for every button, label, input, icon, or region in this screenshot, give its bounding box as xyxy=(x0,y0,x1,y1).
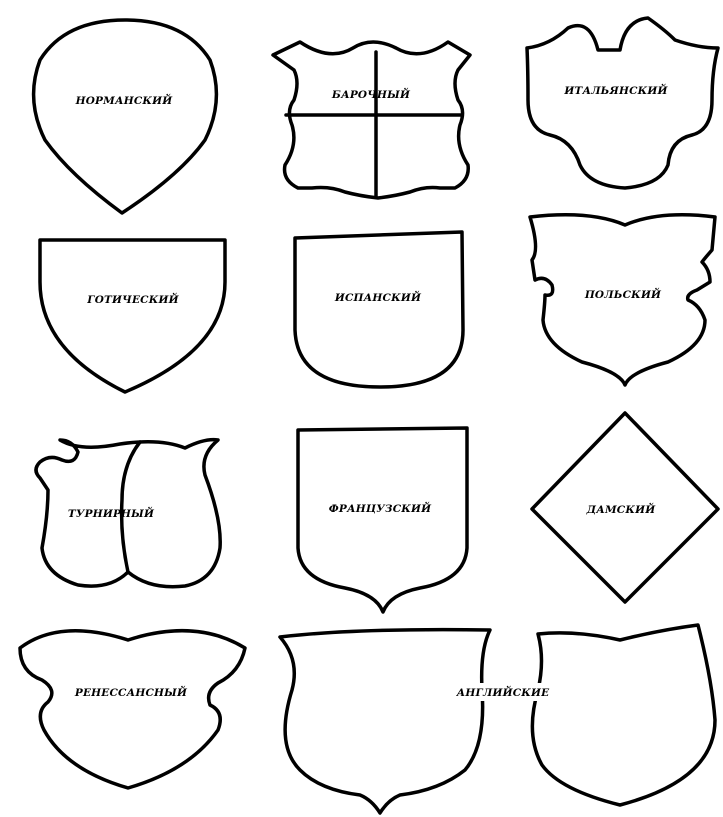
renaissance-label: РЕНЕССАНСНЫЙ xyxy=(74,684,188,699)
english-shield-right-shape xyxy=(532,625,715,805)
spanish-shield-shape xyxy=(295,232,463,387)
tournament-inner-curve xyxy=(122,442,140,572)
french-label: ФРАНЦУЗСКИЙ xyxy=(329,500,432,515)
english-shield-left-shape xyxy=(280,630,490,813)
norman-label: НОРМАНСКИЙ xyxy=(75,92,174,107)
ladies-label: ДАМСКИЙ xyxy=(586,501,657,516)
gothic-shield-shape xyxy=(40,240,225,392)
italian-label: ИТАЛЬЯНСКИЙ xyxy=(563,82,668,97)
renaissance-shield-shape xyxy=(20,631,245,788)
spanish-label: ИСПАНСКИЙ xyxy=(334,289,422,304)
english-label: АНГЛИЙСКИЕ xyxy=(456,684,550,699)
baroque-label: БАРОЧНЫЙ xyxy=(331,86,411,101)
gothic-label: ГОТИЧЕСКИЙ xyxy=(86,291,179,306)
tournament-label: ТУРНИРНЫЙ xyxy=(68,505,155,520)
norman-shield-shape xyxy=(34,20,217,213)
french-shield-shape xyxy=(298,428,467,612)
italian-shield-shape xyxy=(527,18,718,188)
baroque-shield-shape xyxy=(273,42,470,198)
polish-label: ПОЛЬСКИЙ xyxy=(584,286,662,301)
